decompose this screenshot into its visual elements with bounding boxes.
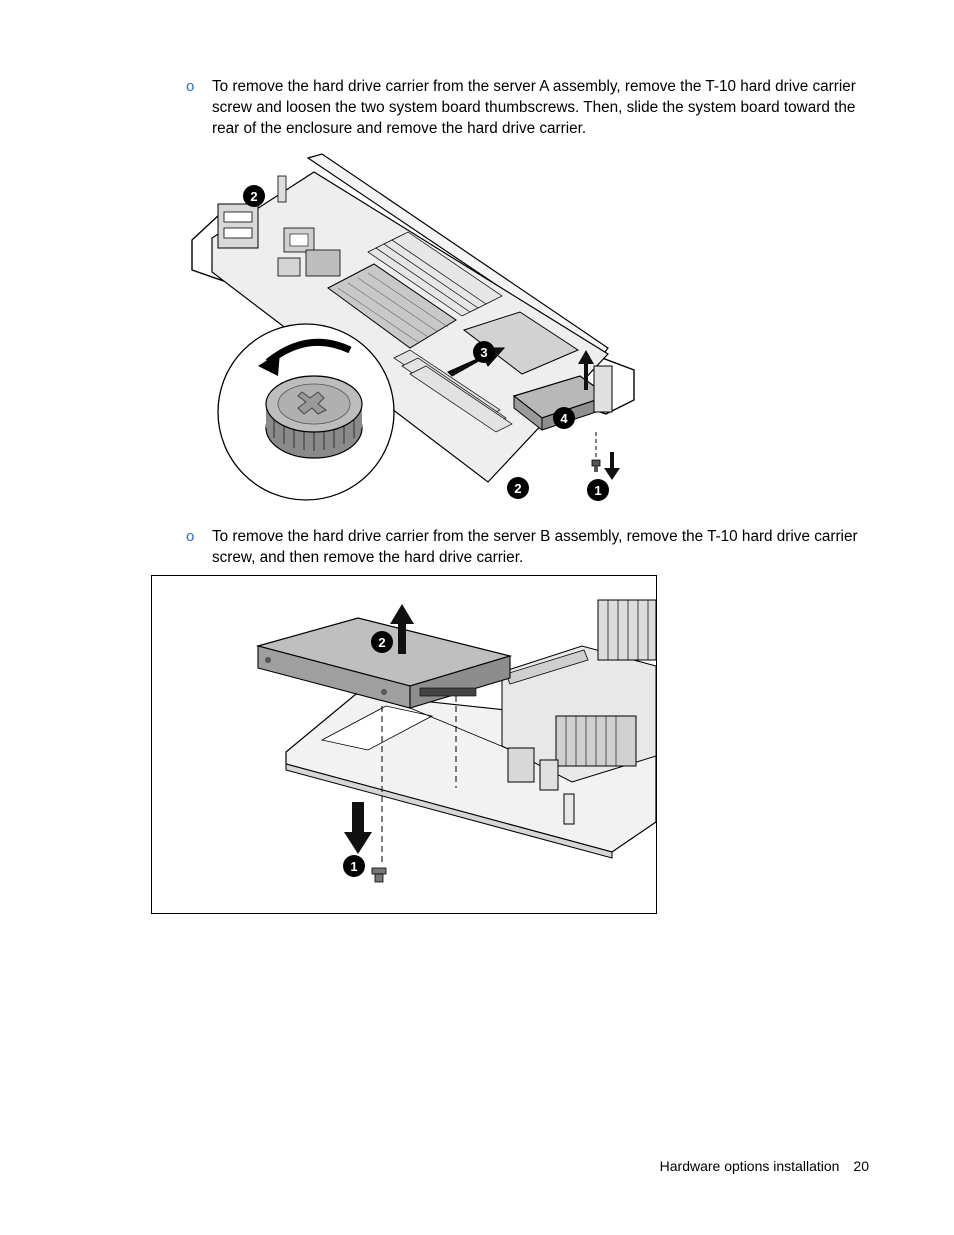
callout-2-rear: 2 xyxy=(243,185,265,207)
svg-text:2: 2 xyxy=(514,481,521,496)
server-a-illustration: 2 3 4 2 1 xyxy=(191,153,635,501)
step-server-a: o To remove the hard drive carrier from … xyxy=(186,76,876,139)
svg-text:1: 1 xyxy=(594,483,601,498)
page-footer: Hardware options installation 20 xyxy=(660,1158,869,1174)
callout-3: 3 xyxy=(473,341,495,363)
footer-section-title: Hardware options installation xyxy=(659,1158,840,1174)
bullet-marker: o xyxy=(186,78,195,95)
svg-text:2: 2 xyxy=(250,189,257,204)
bullet-marker: o xyxy=(186,528,195,545)
svg-text:3: 3 xyxy=(480,345,487,360)
callout-4: 4 xyxy=(553,407,575,429)
server-b-illustration: 2 1 xyxy=(255,599,656,883)
callout-1: 1 xyxy=(343,855,365,877)
callout-2-front: 2 xyxy=(507,477,529,499)
step-text: To remove the hard drive carrier from th… xyxy=(212,78,856,137)
step-server-b: o To remove the hard drive carrier from … xyxy=(186,526,876,568)
step-text: To remove the hard drive carrier from th… xyxy=(212,528,858,566)
page-number: 20 xyxy=(853,1158,869,1174)
svg-text:4: 4 xyxy=(560,411,568,426)
figure-server-a-removal: 2 3 4 2 1 xyxy=(188,152,648,510)
svg-text:2: 2 xyxy=(378,635,385,650)
figure-server-b-removal: 2 1 xyxy=(151,575,657,914)
svg-text:1: 1 xyxy=(350,859,357,874)
callout-2: 2 xyxy=(371,631,393,653)
callout-1: 1 xyxy=(587,479,609,501)
